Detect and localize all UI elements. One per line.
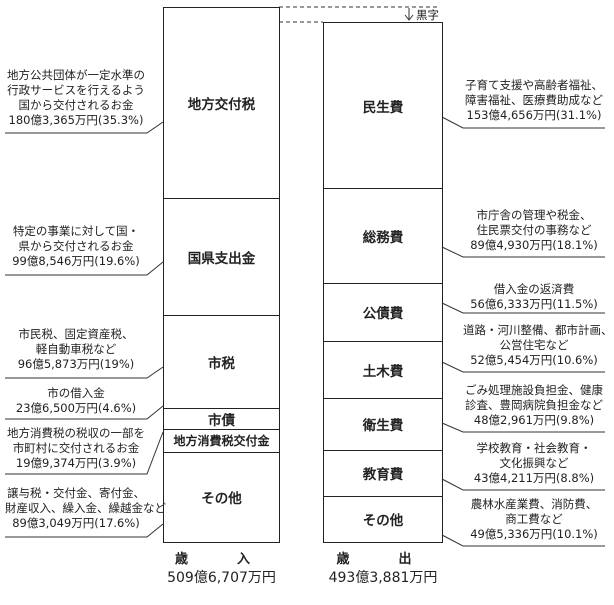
revenue-column: 地方交付税 国県支出金 市税 市債 地方消費税交付金 その他 xyxy=(163,7,280,543)
revenue-segment: 市税 xyxy=(164,315,279,409)
expenditure-segment: その他 xyxy=(362,513,404,529)
revenue-segment: 国県支出金 xyxy=(164,198,279,316)
expenditure-segment: 土木費 xyxy=(324,341,442,399)
revenue-footer: 歳 入 509億6,707万円 xyxy=(150,548,293,587)
revenue-segment: その他 xyxy=(201,491,242,507)
expenditure-segment: 民生費 xyxy=(324,23,442,189)
expenditure-column: 民生費 総務費 公債費 土木費 衛生費 教育費 その他 xyxy=(323,22,443,543)
revenue-segment: 地方交付税 xyxy=(164,8,279,199)
expenditure-footer: 歳 出 493億3,881万円 xyxy=(310,548,456,587)
revenue-segment: 地方消費税交付金 xyxy=(164,429,279,453)
expenditure-segment: 公債費 xyxy=(324,283,442,342)
expenditure-segment: 教育費 xyxy=(324,450,442,497)
expenditure-segment: 衛生費 xyxy=(324,398,442,451)
revenue-total: 509億6,707万円 xyxy=(167,570,276,586)
revenue-heading: 歳 入 xyxy=(174,552,268,567)
expenditure-segment: 総務費 xyxy=(324,188,442,284)
revenue-segment: 市債 xyxy=(164,408,279,430)
expenditure-total: 493億3,881万円 xyxy=(328,570,438,586)
surplus-label: 黒字 xyxy=(416,8,439,22)
expenditure-heading: 歳 出 xyxy=(336,552,430,567)
